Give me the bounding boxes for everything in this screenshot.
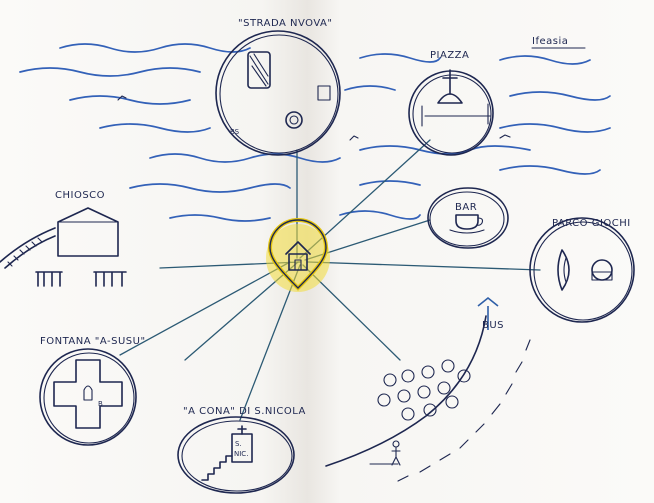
parco-giochi-label: PARCO GIOCHI	[552, 218, 631, 229]
a-cona-node: "A CONA" DI S.NICOLA S. NIC.	[177, 406, 306, 494]
strada-nova-node: BS "STRADA NVOVA"	[215, 18, 341, 156]
sketch-title: Ifeasia	[532, 36, 568, 47]
fontana-node: FONTANA "A-SUSU" B	[39, 336, 146, 446]
tree-cluster	[377, 359, 471, 421]
water-waves	[19, 43, 611, 222]
chiosco-area: CHIOSCO	[0, 190, 127, 287]
svg-text:BS: BS	[230, 128, 240, 136]
coffee-cup-icon	[449, 214, 485, 234]
pedestrian-figure	[369, 440, 401, 466]
connection-lines	[119, 139, 541, 421]
svg-text:NIC.: NIC.	[234, 450, 248, 458]
fontana-label: FONTANA "A-SUSU"	[40, 336, 146, 347]
parco-giochi-node: PARCO GIOCHI	[529, 217, 635, 323]
bus-stop: BUS	[477, 296, 504, 331]
strada-nova-label: "STRADA NVOVA"	[238, 18, 332, 29]
svg-text:B: B	[98, 400, 103, 408]
chiosco-label: CHIOSCO	[55, 190, 105, 201]
piazza-label: PIAZZA	[430, 50, 469, 61]
a-cona-label: "A CONA" DI S.NICOLA	[183, 406, 306, 417]
piazza-node: PIAZZA	[408, 50, 494, 156]
svg-text:S.: S.	[235, 440, 242, 448]
bar-label: BAR	[455, 202, 477, 213]
house-pin-icon	[266, 218, 330, 292]
road-path	[325, 315, 531, 482]
bus-label: BUS	[482, 320, 504, 331]
bar-node: BAR	[427, 187, 509, 249]
